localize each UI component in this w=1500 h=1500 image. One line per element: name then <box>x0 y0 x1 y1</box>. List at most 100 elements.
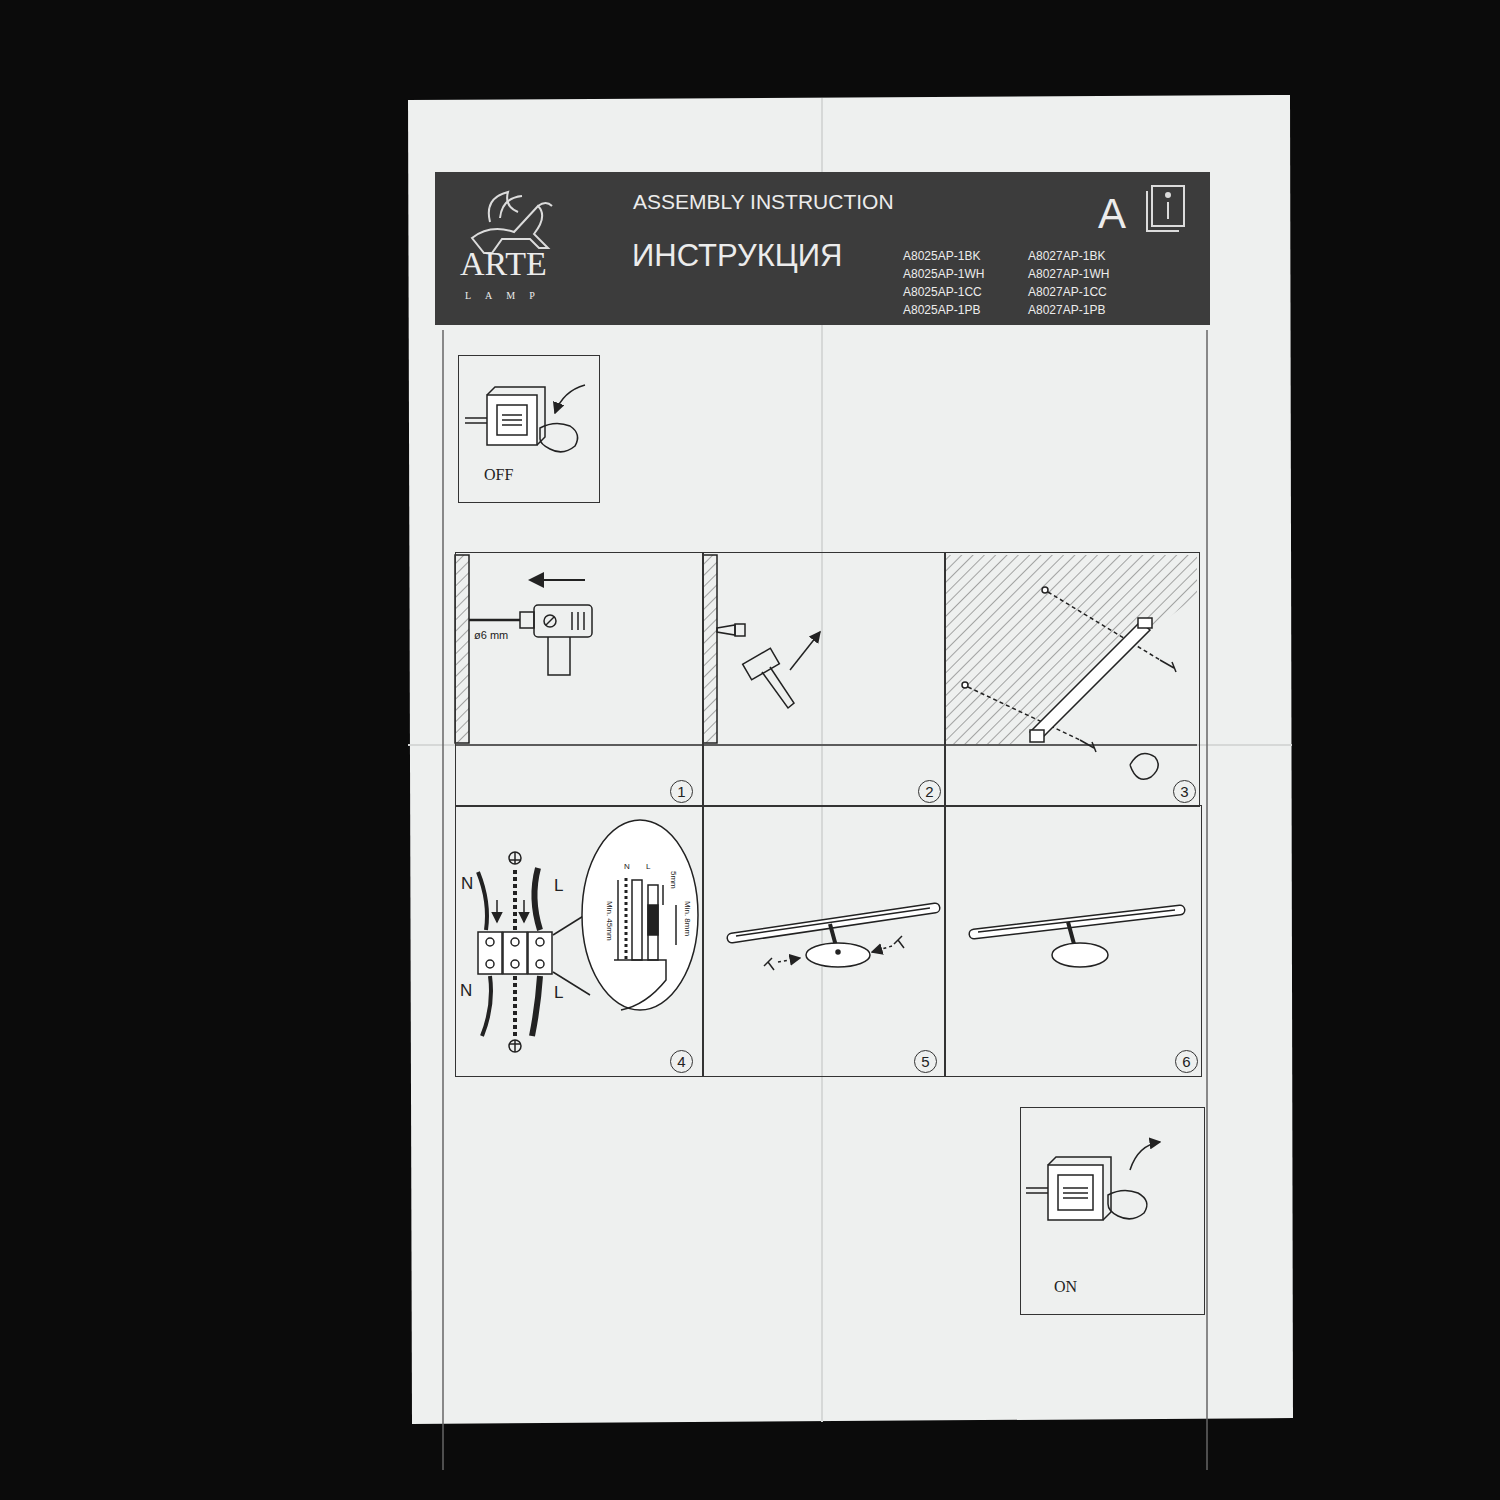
bracket-figure-part <box>945 555 1197 745</box>
wiring-figure-part <box>509 852 521 864</box>
info-book-icon-part <box>1166 193 1170 197</box>
bracket-figure-part <box>1138 618 1152 628</box>
version-letter: A <box>1098 190 1126 238</box>
wiring-figure-part <box>511 960 519 968</box>
model-code: A8027AP-1PB <box>1028 304 1105 318</box>
model-code: A8027AP-1WH <box>1028 268 1109 282</box>
info-book-icon-part <box>1147 191 1179 231</box>
switch-off-figure-part <box>497 405 527 435</box>
callout-number: 1 <box>670 780 693 803</box>
model-code: A8025AP-1PB <box>903 304 980 318</box>
lamp-mounted-figure <box>974 910 1180 967</box>
hammer-figure-part <box>703 555 717 743</box>
drill-figure-part <box>520 612 534 628</box>
brand-subname: LAMP <box>465 290 549 302</box>
callout-number: 3 <box>1173 780 1196 803</box>
wiring-figure-part <box>532 976 540 1036</box>
switch-off-figure-part <box>487 395 537 445</box>
switch-on-figure <box>1026 1142 1160 1220</box>
switch-state: ON <box>1054 1278 1077 1296</box>
bracket-figure-part <box>1080 740 1096 752</box>
bracket-figure-part <box>1048 592 1160 660</box>
row-divider <box>455 744 1197 746</box>
switch-on-figure-part <box>1026 1192 1048 1194</box>
switch-on-figure-part <box>1063 1187 1088 1189</box>
wiring-figure-part <box>496 900 498 922</box>
wiring-figure-part <box>536 938 544 946</box>
on-step-box: ON <box>1020 1107 1205 1315</box>
callout-number: 5 <box>914 1050 937 1073</box>
step-panel: 6 <box>945 805 1202 1077</box>
lamp-screws-figure-part <box>764 958 774 970</box>
frame-lines <box>443 330 1207 1470</box>
model-code: A8027AP-1BK <box>1028 250 1105 264</box>
griffin-logo-part <box>500 196 522 218</box>
drill-figure-part <box>544 615 556 627</box>
model-code: A8027AP-1CC <box>1028 286 1107 300</box>
wiring-figure-part <box>617 880 619 960</box>
wiring-figure-part <box>513 976 517 1036</box>
wiring-figure-part <box>509 859 521 861</box>
wiring-figure-part <box>503 932 527 974</box>
wiring-figure-part <box>614 960 666 1010</box>
dimension: 5mm <box>669 871 678 889</box>
wiring-figure <box>478 820 698 1052</box>
wiring-figure-part <box>509 1040 521 1052</box>
off-step-box: OFF <box>458 355 600 503</box>
header-band <box>435 172 1210 325</box>
wiring-figure-part <box>648 905 658 935</box>
lamp-screws-figure-part <box>894 936 904 948</box>
wiring-figure-part <box>509 1043 521 1045</box>
bracket-figure-part <box>962 682 968 688</box>
dimension: Min. 8mm <box>683 901 692 936</box>
switch-off-figure-part <box>540 423 578 451</box>
bracket-figure-part <box>1030 622 1150 740</box>
bracket-figure-part <box>1030 730 1044 742</box>
switch-off-figure-part <box>465 417 487 419</box>
model-code: A8025AP-1BK <box>903 250 980 264</box>
wiring-figure-part <box>662 885 664 905</box>
lamp-screws-figure-part <box>836 950 840 954</box>
frame-lines-part <box>1206 330 1208 1470</box>
drill-figure-part <box>546 617 554 625</box>
hammer-figure <box>703 555 820 743</box>
switch-off-figure-part <box>465 422 487 424</box>
drill-size: ø6 mm <box>474 629 508 642</box>
drill-figure-part <box>548 637 570 675</box>
switch-on-figure-part <box>1058 1175 1093 1210</box>
heading-russian: ИНСТРУКЦИЯ <box>632 238 842 274</box>
wiring-figure-part <box>478 872 487 930</box>
brand-name: ARTE <box>460 244 547 283</box>
wiring-figure-part <box>534 868 540 930</box>
wiring-figure-part <box>514 852 516 864</box>
drill-figure-part <box>583 612 585 630</box>
bracket-figure <box>945 555 1197 779</box>
wiring-figure-part <box>523 900 525 922</box>
switch-on-figure-part <box>1108 1190 1147 1218</box>
wire-label: N <box>460 981 472 1001</box>
bracket-figure-part <box>1130 753 1158 779</box>
switch-off-figure-part <box>555 385 585 413</box>
step-panel: 5 <box>703 805 945 1077</box>
callout-number: 4 <box>670 1050 693 1073</box>
heading-title: ASSEMBLY INSTRUCTION <box>633 190 894 214</box>
wiring-figure-part <box>528 932 552 974</box>
drill-figure-part <box>455 555 469 743</box>
model-code: A8025AP-1WH <box>903 268 984 282</box>
switch-on-figure-part <box>1026 1187 1048 1189</box>
bracket-figure-part <box>1042 587 1048 593</box>
lamp-mounted-figure-part <box>1068 922 1074 944</box>
wiring-figure-part <box>536 960 544 968</box>
switch-off-figure-part <box>502 424 522 426</box>
wiring-figure-part <box>648 885 658 960</box>
switch-on-figure-part <box>1048 1165 1103 1220</box>
wiring-figure-part <box>625 878 628 960</box>
step-panel: ø6 mm 1 <box>455 552 703 807</box>
model-code: A8025AP-1CC <box>903 286 982 300</box>
step-panel: NLNLNLMin. 45mm5mmMin. 8mm4 <box>455 805 703 1077</box>
dimension: Min. 45mm <box>605 901 614 941</box>
switch-state: OFF <box>484 466 513 484</box>
switch-off-figure <box>465 385 585 452</box>
paper-sheet <box>408 95 1293 1424</box>
drill-figure-part <box>577 612 579 630</box>
